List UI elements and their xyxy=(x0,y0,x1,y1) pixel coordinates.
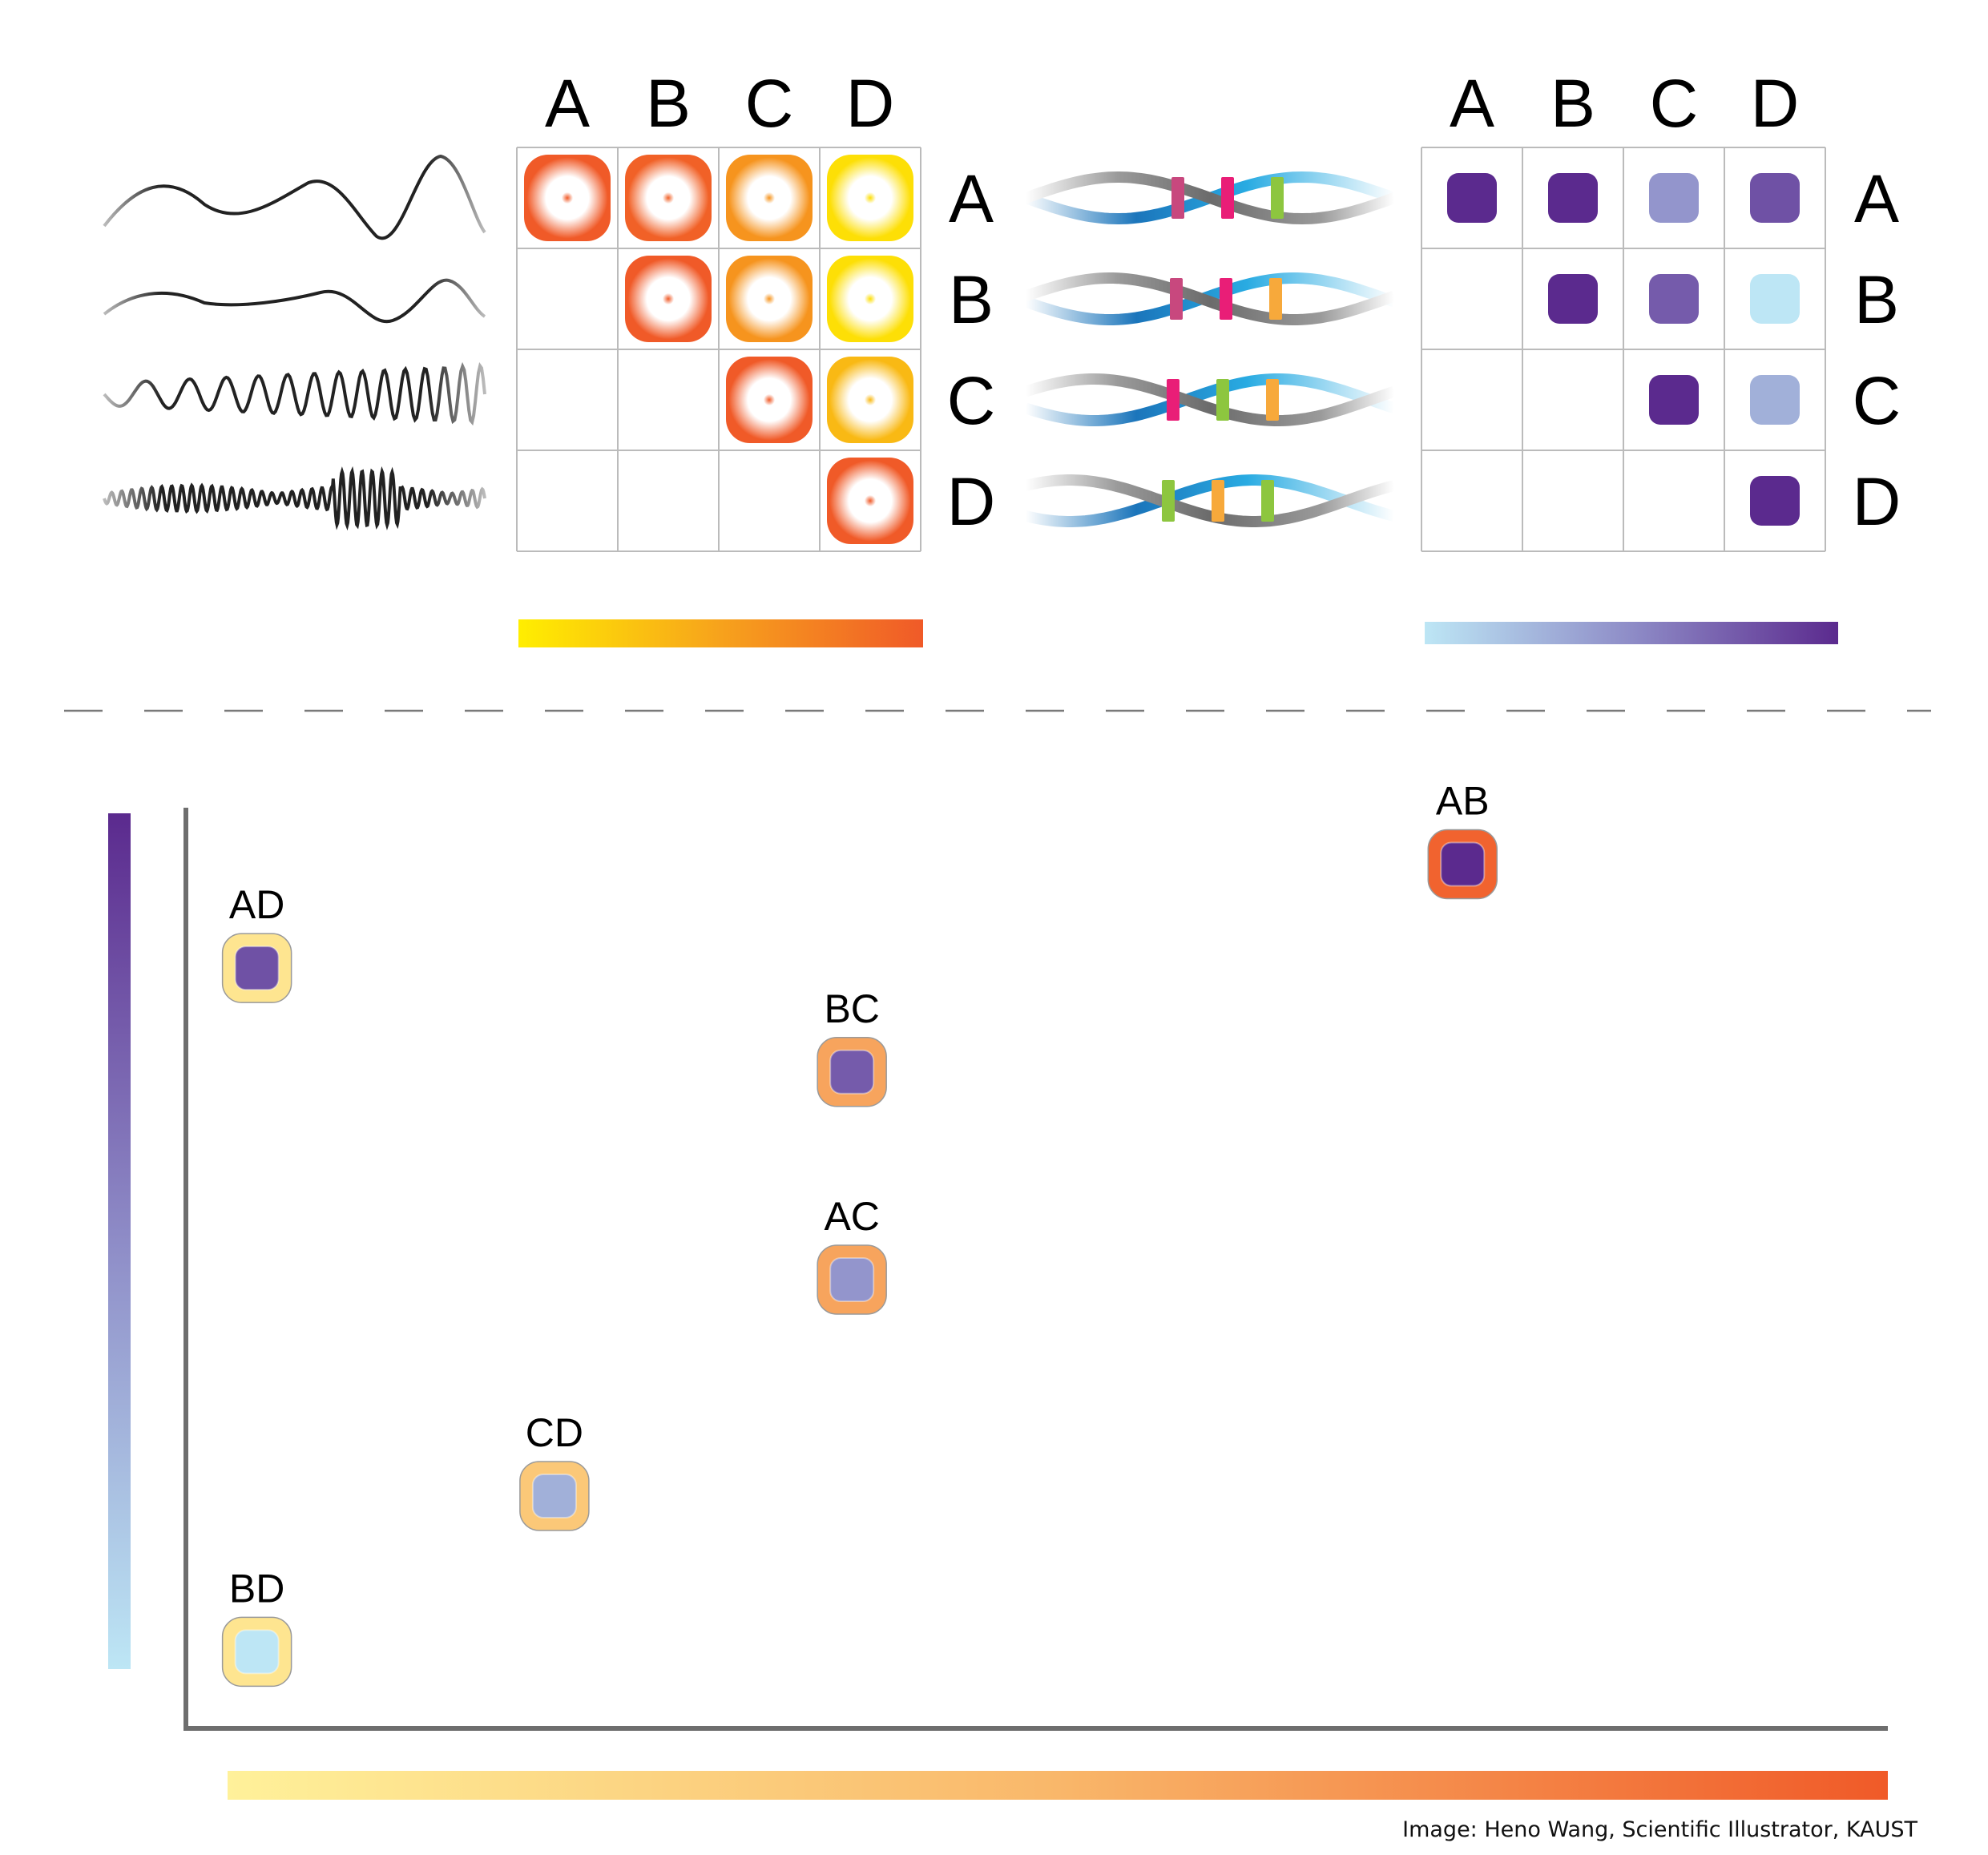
column-header-a: A xyxy=(1450,66,1494,141)
row-header-a: A xyxy=(949,161,994,236)
column-header-c: C xyxy=(745,66,794,141)
matrix-cell-ad xyxy=(827,155,913,241)
waveform-c xyxy=(103,361,486,426)
matrix-cell-ab xyxy=(1548,173,1598,223)
column-header-b: B xyxy=(1550,66,1595,141)
row-header-b: B xyxy=(1854,262,1899,337)
column-header-a: A xyxy=(545,66,590,141)
dna-base-pair xyxy=(1171,177,1184,219)
similarity-color-scale xyxy=(1425,622,1838,644)
dna-base-pair xyxy=(1221,177,1234,219)
heat-color-scale xyxy=(518,619,923,647)
dna-backbone-gray xyxy=(1023,272,1397,325)
row-header-a: A xyxy=(1854,161,1899,236)
matrix-cell-ac xyxy=(1649,173,1699,223)
dna-backbone-gray xyxy=(1024,474,1396,527)
matrix-cell-ad xyxy=(1750,173,1800,223)
matrix-cell-bc xyxy=(1649,274,1699,324)
matrix-cell-bc xyxy=(726,256,813,342)
matrix-cell-bb xyxy=(625,256,712,342)
point-ac-inner xyxy=(829,1256,875,1302)
column-header-d: D xyxy=(846,66,895,141)
dna-strands xyxy=(1023,171,1397,527)
row-header-b: B xyxy=(949,262,994,337)
dna-base-pair xyxy=(1269,278,1282,320)
point-ad-label: AD xyxy=(229,882,284,927)
row-header-d: D xyxy=(947,464,996,539)
waveform-a xyxy=(103,154,486,240)
matrix-cell-dd xyxy=(827,458,913,544)
matrix-cell-aa xyxy=(1447,173,1497,223)
point-cd-label: CD xyxy=(526,1410,583,1455)
dna-base-pair xyxy=(1216,379,1229,421)
image-credit: Image: Heno Wang, Scientific Illustrator… xyxy=(1402,1817,1917,1842)
row-header-c: C xyxy=(1853,363,1901,438)
row-header-c: C xyxy=(947,363,996,438)
matrix-cell-aa xyxy=(524,155,611,241)
matrix-cell-cc xyxy=(726,357,813,443)
matrix-cell-cd xyxy=(827,357,913,443)
point-bd-inner xyxy=(234,1629,280,1675)
matrix-cell-dd xyxy=(1750,476,1800,526)
point-bc-label: BC xyxy=(824,986,879,1031)
point-ac-label: AC xyxy=(824,1194,879,1239)
waveforms xyxy=(103,154,486,531)
matrix-cell-ac xyxy=(726,155,813,241)
dna-base-pair xyxy=(1220,278,1232,320)
dna-base-pair xyxy=(1162,480,1175,522)
dna-base-pair xyxy=(1212,480,1224,522)
dna-backbone-blue xyxy=(1023,373,1397,426)
waveform-d xyxy=(103,466,486,531)
column-header-c: C xyxy=(1650,66,1699,141)
matrix-cell-ab xyxy=(625,155,712,241)
dna-backbone-gray xyxy=(1023,373,1397,426)
row-header-d: D xyxy=(1853,464,1901,539)
dna-base-pair xyxy=(1170,278,1183,320)
dna-backbone-gray xyxy=(1023,171,1397,225)
dna-base-pair xyxy=(1271,177,1284,219)
dna-backbone-blue xyxy=(1024,474,1396,527)
matrix-cell-bd xyxy=(1750,274,1800,324)
point-bd-label: BD xyxy=(229,1566,284,1611)
matrix-cell-cc xyxy=(1649,375,1699,425)
dna-base-pair xyxy=(1261,480,1274,522)
matrix-cell-bd xyxy=(827,256,913,342)
column-header-b: B xyxy=(646,66,691,141)
point-ad-inner xyxy=(234,946,280,991)
dna-base-pair xyxy=(1266,379,1279,421)
waveform-b xyxy=(103,278,486,324)
x-color-scale xyxy=(228,1771,1888,1800)
point-bc-inner xyxy=(829,1049,875,1095)
matrix-cell-bb xyxy=(1548,274,1598,324)
y-color-scale xyxy=(108,813,131,1669)
point-cd-inner xyxy=(531,1473,577,1518)
scatter-points: AB AD BC AC CD BD xyxy=(221,779,1498,1688)
point-ab-label: AB xyxy=(1436,779,1490,824)
matrix-cell-cd xyxy=(1750,375,1800,425)
dna-base-pair xyxy=(1167,379,1179,421)
point-ab-inner xyxy=(1440,841,1486,887)
column-header-d: D xyxy=(1751,66,1800,141)
